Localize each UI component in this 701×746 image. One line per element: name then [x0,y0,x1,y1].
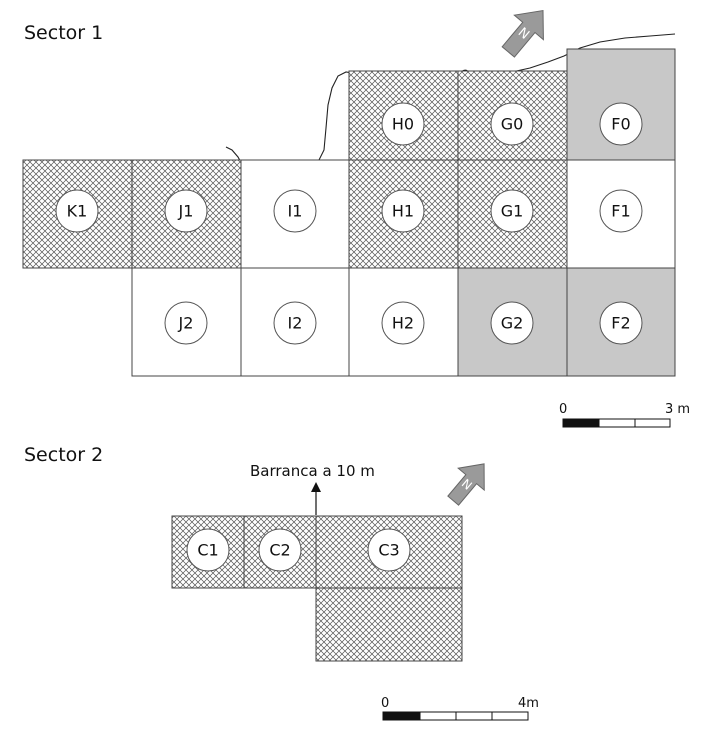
scale-end-label: 4m [518,696,539,711]
cell-label: F1 [611,202,630,221]
arrow-up-icon [311,482,321,515]
cell-label: J2 [178,314,194,333]
cell-marker: J2 [164,301,208,345]
cell-marker: F2 [599,301,643,345]
cell-marker: F1 [599,189,643,233]
cell-marker: I2 [273,301,317,345]
grid-cell [22,159,133,269]
cell-label: H0 [392,115,414,134]
cell-label: H2 [392,314,414,333]
cell-label: H1 [392,202,414,221]
cell-marker: G1 [490,189,534,233]
cell-marker: C1 [186,528,230,572]
north-arrow-sector-1: N [501,9,544,58]
scale-bar-sector-2: 0 4m [381,696,539,721]
cell-marker: G0 [490,102,534,146]
cell-label: G1 [501,202,524,221]
cell-marker: F0 [599,102,643,146]
cell-label: C2 [269,541,290,560]
cell-marker: J1 [164,189,208,233]
cell-label: C3 [378,541,399,560]
cell-label: G0 [501,115,524,134]
north-arrow-sector-2: N [447,463,485,506]
barranca-distance-note: Barranca a 10 m [250,462,375,480]
sector-1-title: Sector 1 [24,22,103,44]
cell-label: I2 [288,314,303,333]
cell-label: F0 [611,115,630,134]
scale-start-label: 0 [381,696,389,711]
sector-2-title: Sector 2 [24,444,103,466]
cell-label: G2 [501,314,524,333]
scale-bar-sector-1: 0 3 m [559,402,690,428]
cell-marker: H0 [381,102,425,146]
cell-marker: H2 [381,301,425,345]
cell-marker: C2 [258,528,302,572]
cell-label: I1 [288,202,303,221]
cell-label: K1 [67,202,88,221]
cell-label: J1 [178,202,194,221]
cell-marker: H1 [381,189,425,233]
cell-marker: I1 [273,189,317,233]
cell-marker: K1 [55,189,99,233]
cell-marker: G2 [490,301,534,345]
cell-label: C1 [197,541,218,560]
grid-cell [243,515,317,589]
scale-end-label: 3 m [665,402,690,417]
scale-start-label: 0 [559,402,567,417]
cell-marker: C3 [367,528,411,572]
cell-label: F2 [611,314,630,333]
